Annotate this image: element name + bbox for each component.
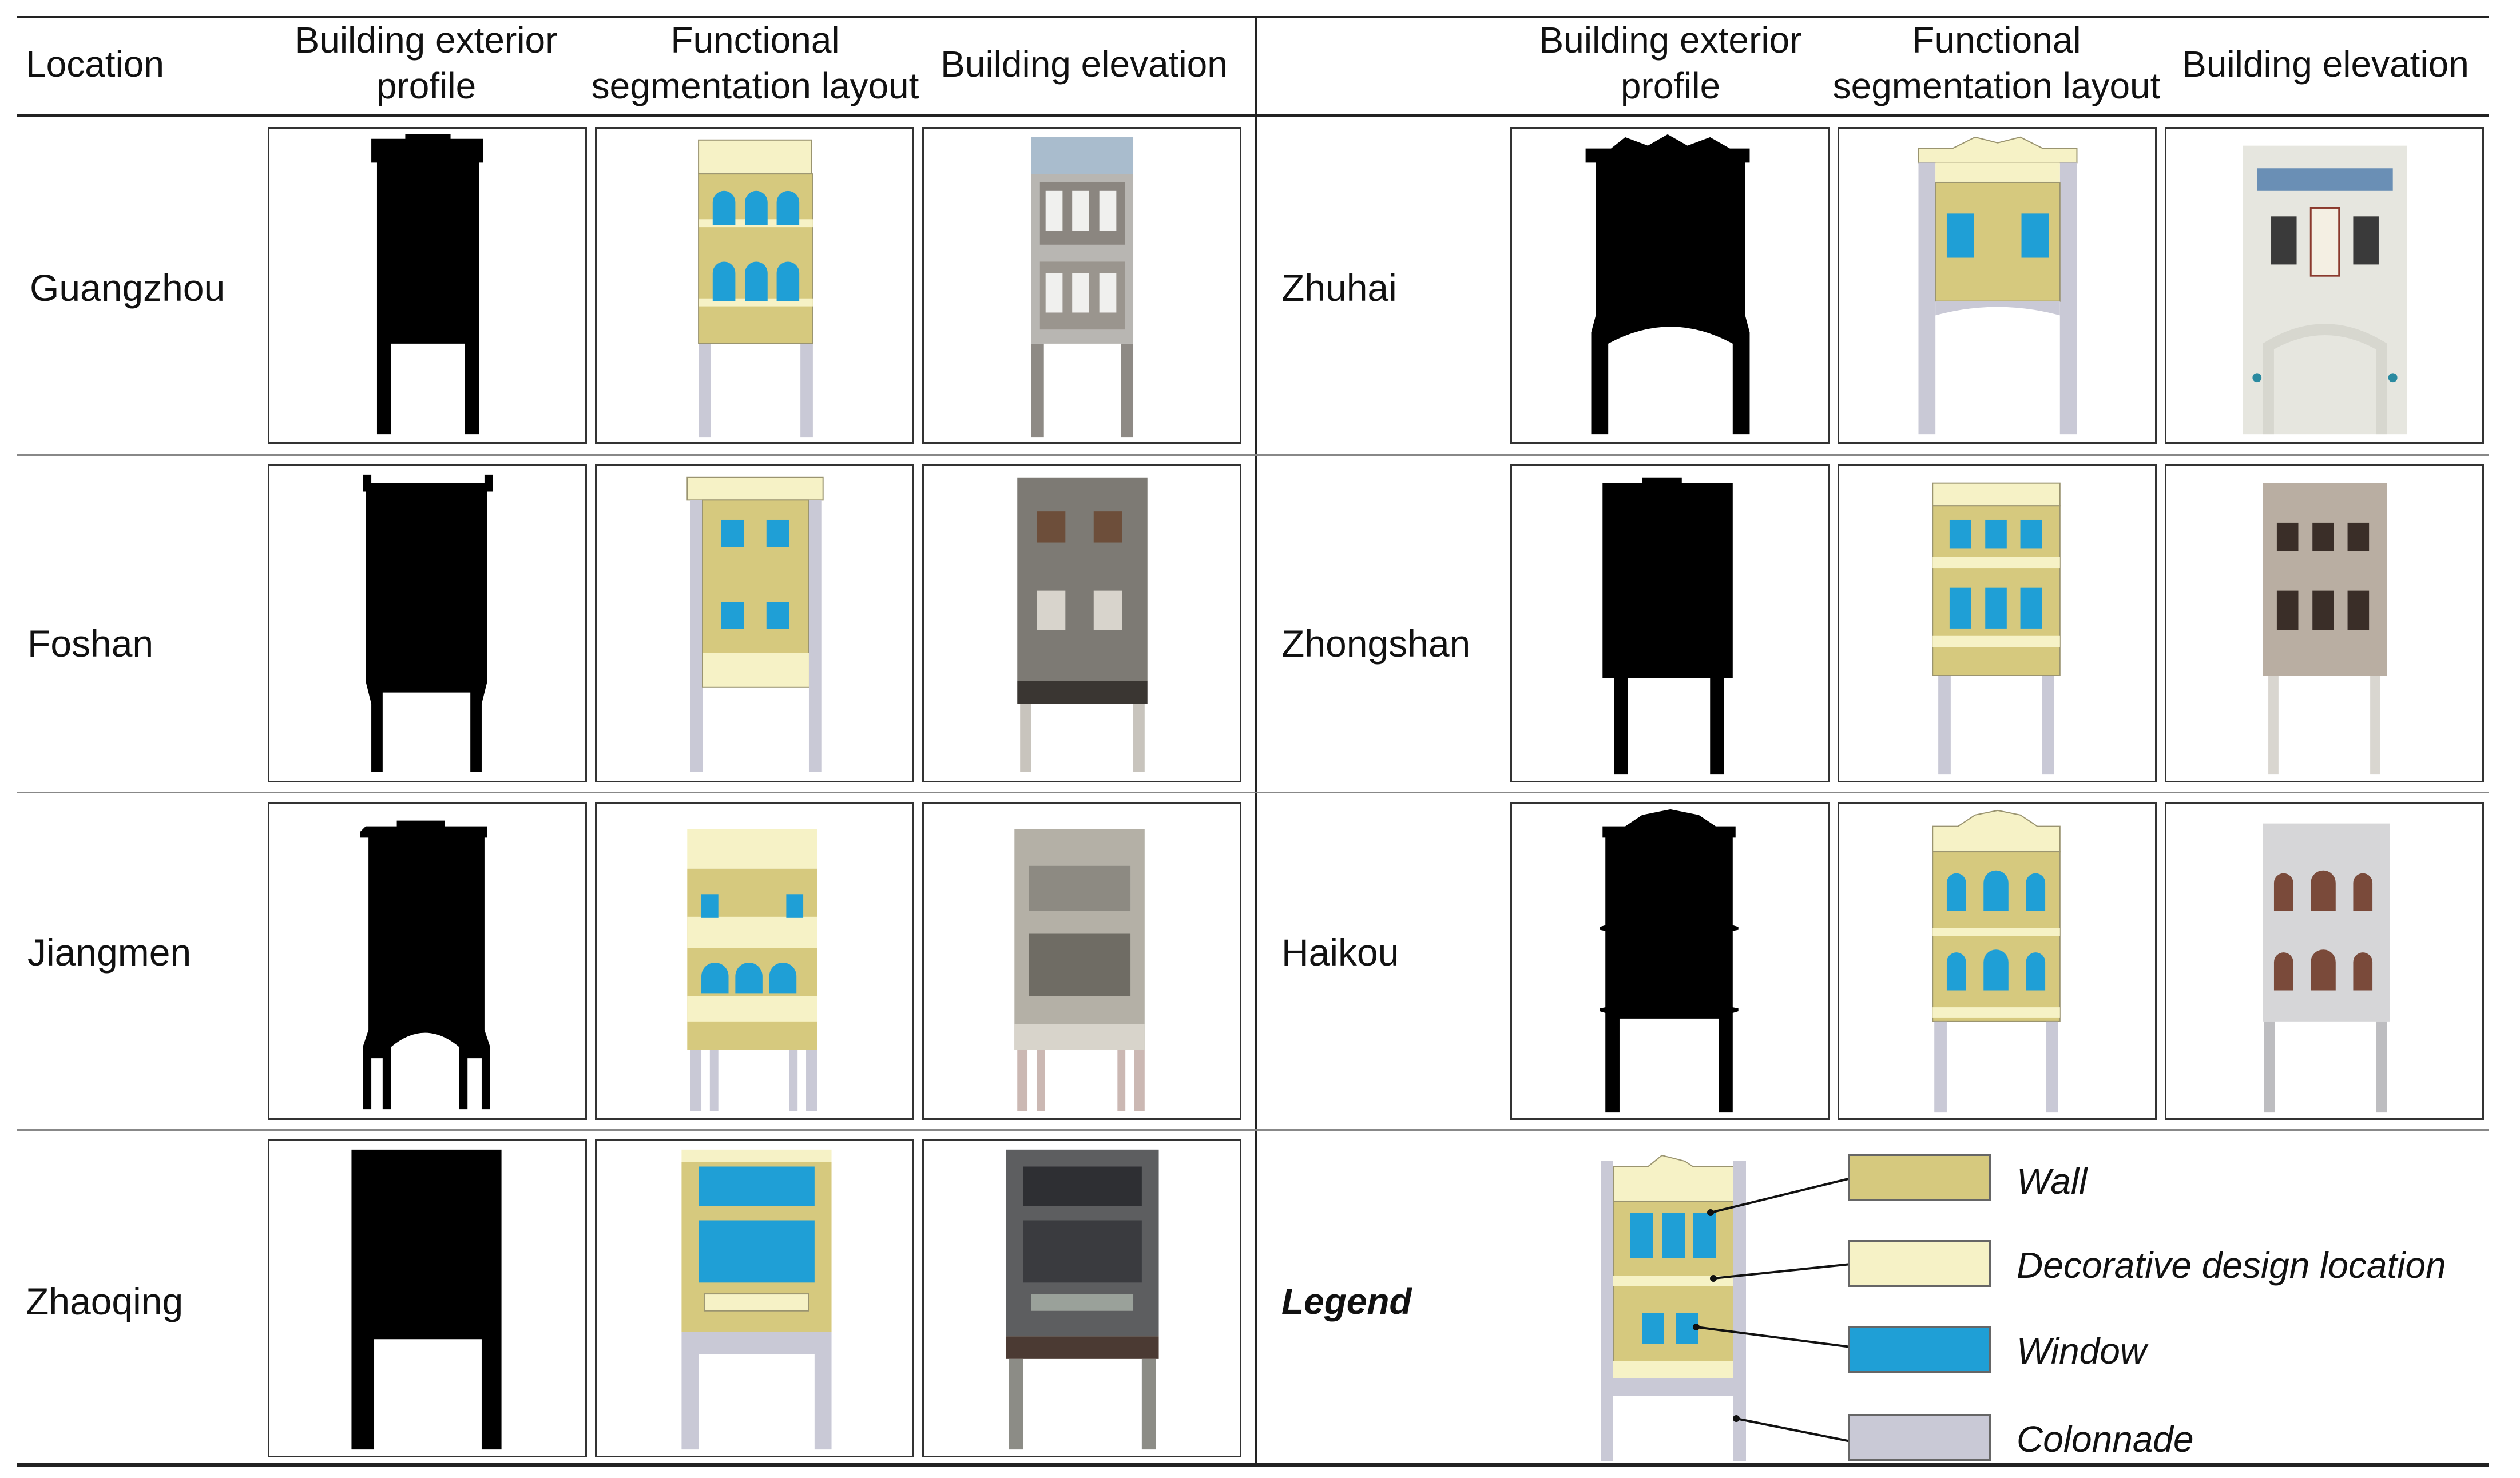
zhaoqing-layout-cell bbox=[595, 1139, 914, 1457]
location-label-jiangmen: Jiangmen bbox=[27, 931, 192, 974]
location-label-guangzhou: Guangzhou bbox=[30, 267, 225, 309]
location-label-foshan: Foshan bbox=[27, 622, 154, 665]
location-label-zhuhai: Zhuhai bbox=[1281, 267, 1397, 309]
zhuhai-silhouette bbox=[1585, 134, 1750, 435]
haikou-silhouette bbox=[1600, 809, 1739, 1113]
row-divider-1 bbox=[17, 454, 2489, 456]
zhuhai-elevation-photo bbox=[2243, 145, 2407, 435]
header-profile-left: Building exterior profile bbox=[295, 19, 558, 106]
location-label-haikou: Haikou bbox=[1281, 931, 1399, 974]
guangzhou-elevation-photo bbox=[1031, 137, 1134, 438]
haikou-profile-cell bbox=[1510, 802, 1830, 1120]
foshan-silhouette bbox=[363, 474, 493, 772]
guangzhou-silhouette bbox=[371, 134, 483, 435]
center-divider bbox=[1255, 16, 1257, 1467]
zhaoqing-profile-cell bbox=[268, 1139, 587, 1457]
legend-title: Legend bbox=[1281, 1281, 1412, 1322]
zhuhai-segmentation bbox=[1918, 136, 2078, 435]
header-profile-right: Building exterior profile bbox=[1539, 19, 1802, 106]
guangzhou-layout-cell bbox=[595, 127, 914, 444]
header-layout-right: Functional segmentation layout bbox=[1832, 19, 2161, 106]
legend-swatch-window bbox=[1848, 1326, 1991, 1373]
location-label-zhongshan: Zhongshan bbox=[1281, 622, 1471, 665]
zhongshan-silhouette bbox=[1602, 477, 1733, 775]
legend-swatch-decorative bbox=[1848, 1240, 1991, 1287]
jiangmen-segmentation bbox=[687, 829, 817, 1111]
foshan-elevation-cell bbox=[922, 464, 1241, 782]
legend-label-window: Window bbox=[2017, 1330, 2147, 1372]
zhongshan-profile-cell bbox=[1510, 464, 1830, 782]
zhongshan-elevation-photo bbox=[2263, 483, 2387, 775]
zhongshan-segmentation bbox=[1932, 482, 2061, 775]
guangzhou-profile-cell bbox=[268, 127, 587, 444]
foshan-layout-cell bbox=[595, 464, 914, 782]
zhuhai-profile-cell bbox=[1510, 127, 1830, 444]
top-rule bbox=[17, 16, 2489, 18]
row-divider-2 bbox=[17, 792, 2489, 793]
header-location: Location bbox=[26, 43, 164, 85]
zhongshan-elevation-cell bbox=[2165, 464, 2484, 782]
header-layout-left: Functional segmentation layout bbox=[591, 19, 919, 106]
legend-swatch-colonnade bbox=[1848, 1414, 1991, 1461]
foshan-segmentation bbox=[686, 476, 824, 772]
jiangmen-silhouette bbox=[360, 820, 490, 1110]
zhaoqing-silhouette bbox=[351, 1149, 502, 1450]
haikou-layout-cell bbox=[1838, 802, 2157, 1120]
jiangmen-layout-cell bbox=[595, 802, 914, 1120]
row-divider-3 bbox=[17, 1129, 2489, 1131]
bottom-rule bbox=[17, 1463, 2489, 1467]
legend-label-colonnade: Colonnade bbox=[2017, 1419, 2194, 1460]
legend-building-diagram bbox=[1601, 1154, 1851, 1461]
jiangmen-elevation-photo bbox=[1014, 829, 1145, 1111]
legend-label-wall: Wall bbox=[2017, 1161, 2088, 1202]
zhaoqing-segmentation bbox=[681, 1149, 832, 1450]
legend-swatch-wall bbox=[1848, 1154, 1991, 1201]
haikou-elevation-photo bbox=[2263, 823, 2390, 1113]
zhaoqing-elevation-cell bbox=[922, 1139, 1241, 1457]
foshan-profile-cell bbox=[268, 464, 587, 782]
jiangmen-elevation-cell bbox=[922, 802, 1241, 1120]
zhuhai-layout-cell bbox=[1838, 127, 2157, 444]
zhuhai-elevation-cell bbox=[2165, 127, 2484, 444]
header-rule bbox=[17, 114, 2489, 117]
legend-label-decorative: Decorative design location bbox=[2017, 1245, 2446, 1286]
guangzhou-segmentation bbox=[698, 139, 813, 438]
zhaoqing-elevation-photo bbox=[1006, 1149, 1159, 1450]
zhongshan-layout-cell bbox=[1838, 464, 2157, 782]
location-label-zhaoqing: Zhaoqing bbox=[26, 1280, 184, 1322]
header-elevation-right: Building elevation bbox=[2182, 43, 2469, 85]
guangzhou-elevation-cell bbox=[922, 127, 1241, 444]
jiangmen-profile-cell bbox=[268, 802, 587, 1120]
haikou-elevation-cell bbox=[2165, 802, 2484, 1120]
header-elevation-left: Building elevation bbox=[940, 43, 1228, 85]
foshan-elevation-photo bbox=[1017, 477, 1148, 772]
haikou-segmentation bbox=[1932, 809, 2061, 1113]
